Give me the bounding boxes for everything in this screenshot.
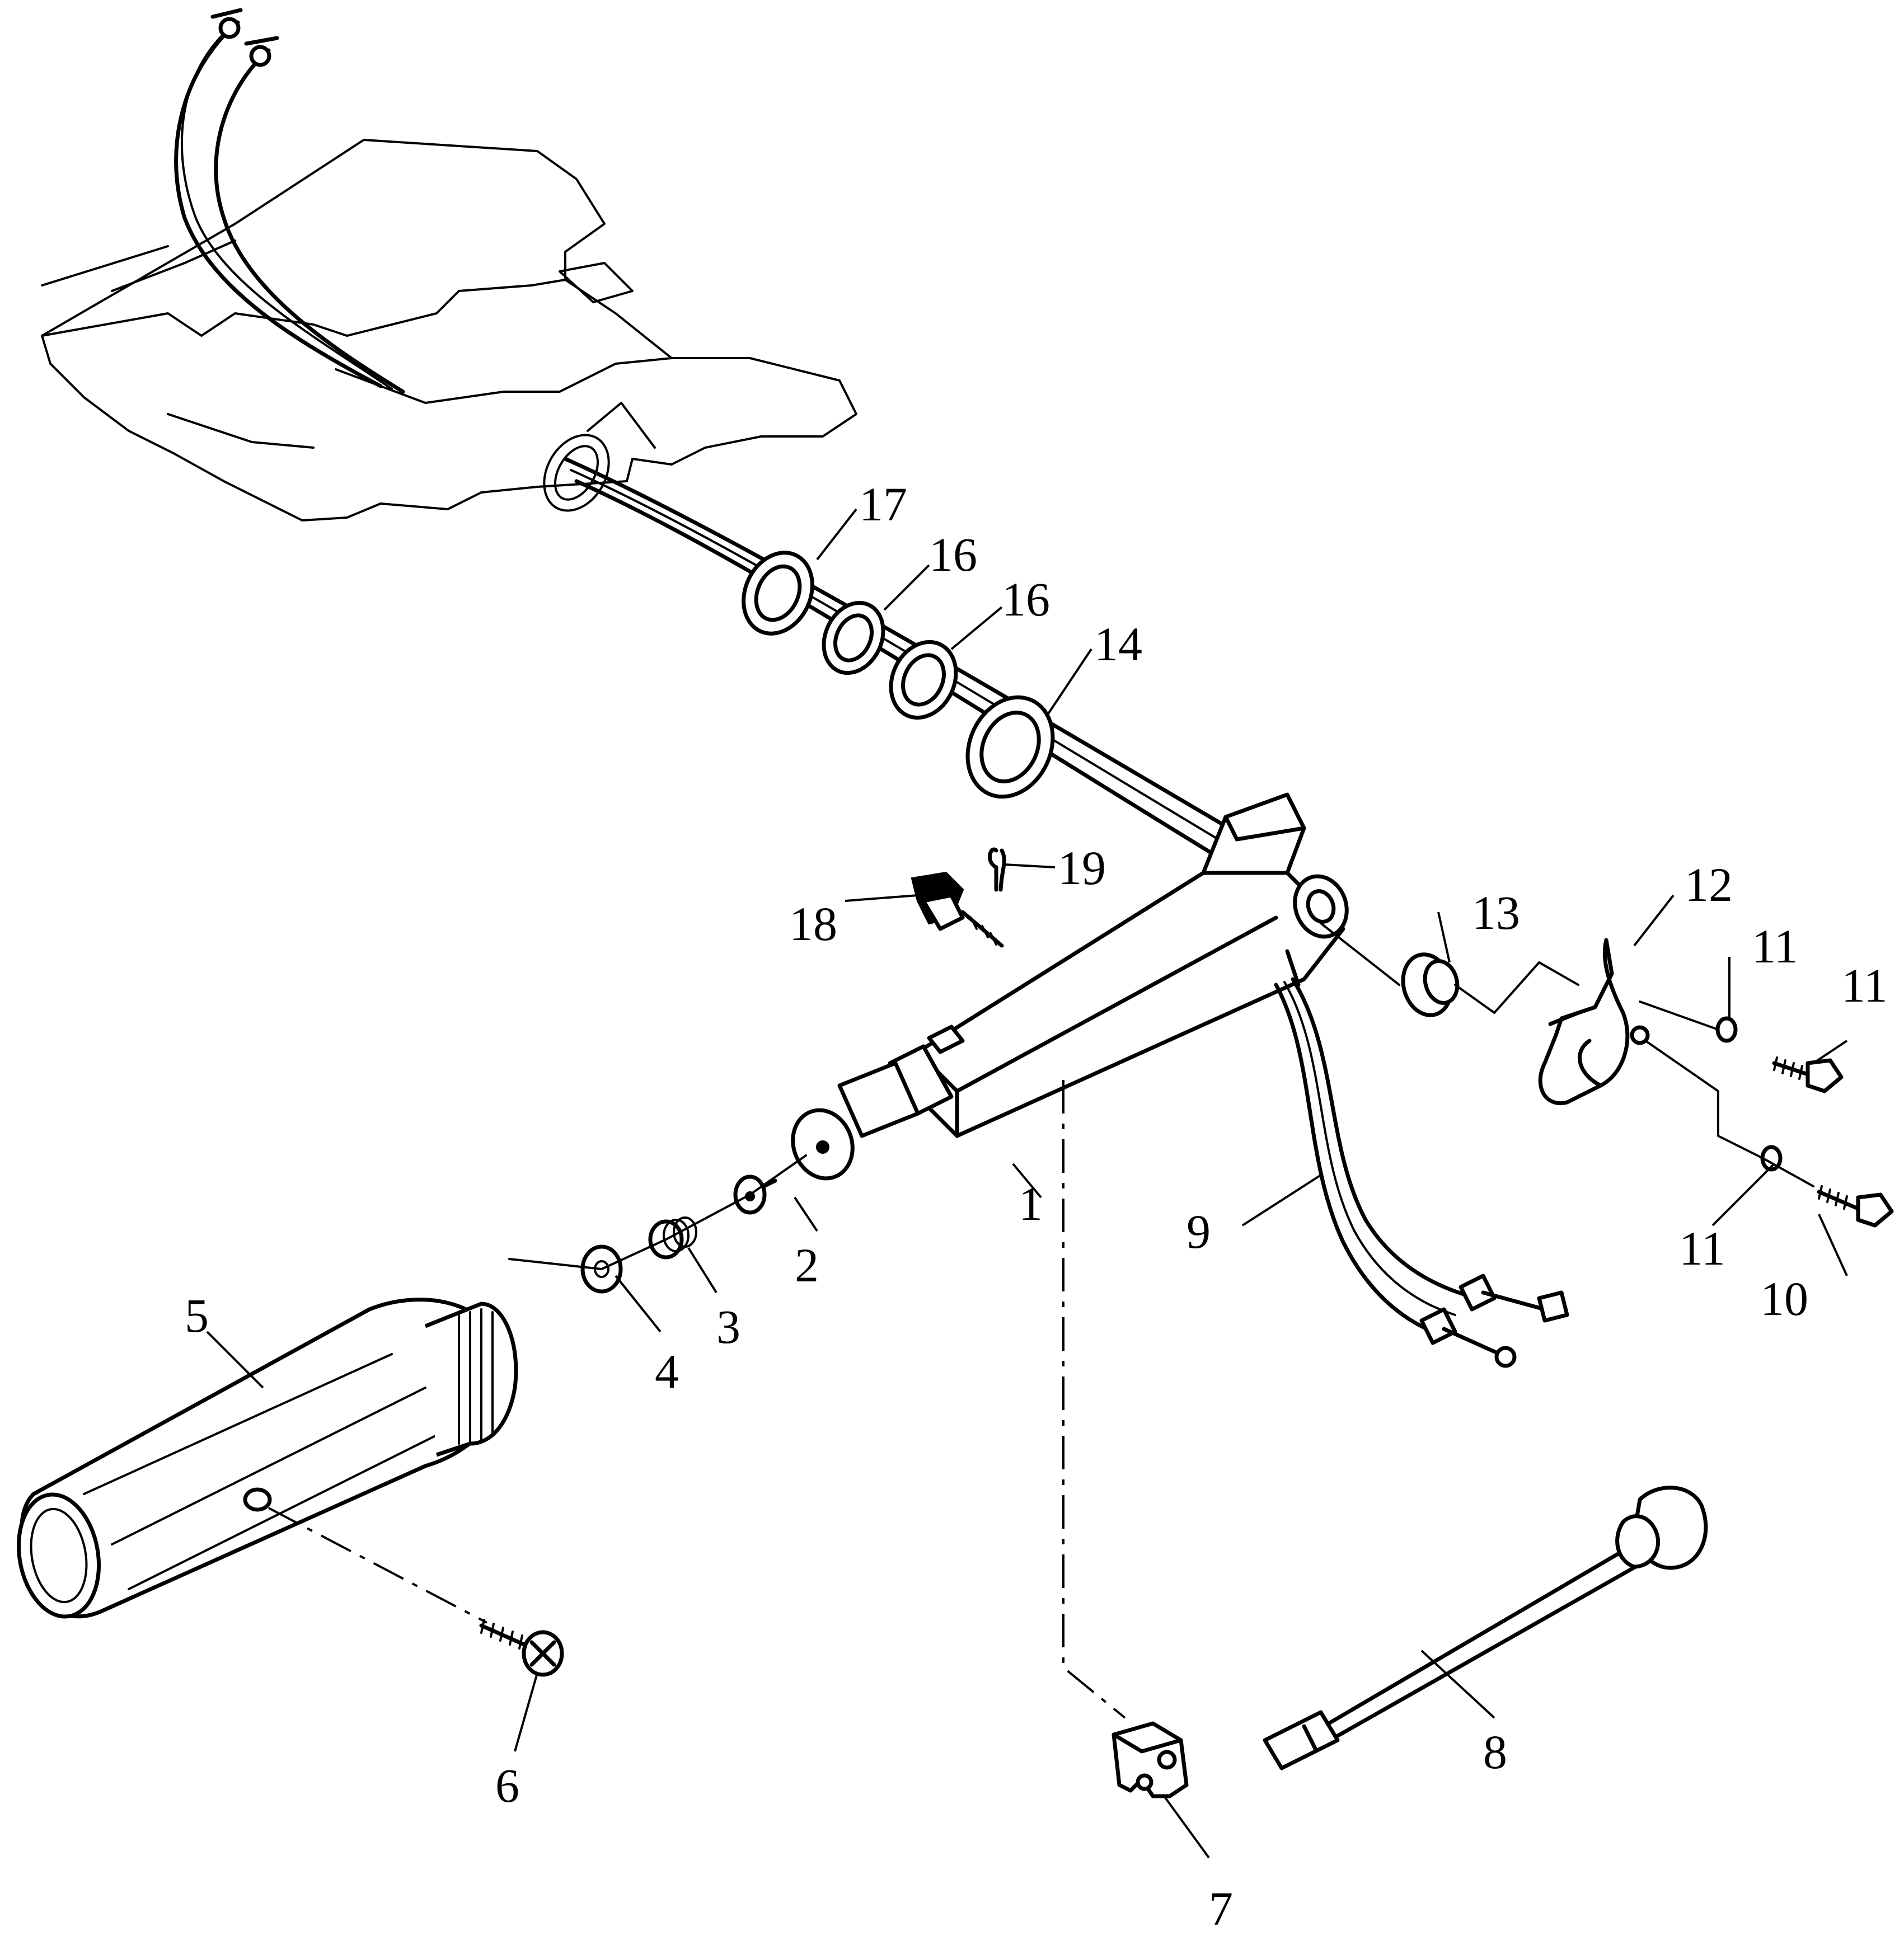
label-16-upper: 17 [859,477,907,531]
assembly-lines [268,922,1814,1719]
label-5: 5 [185,1289,209,1342]
part-5-grip [16,1298,518,1619]
part-8-rod [1263,1486,1708,1770]
part-6-screw [479,1619,564,1677]
part-13-bracket [1538,938,1650,1105]
label-16-lower: 16 [1002,572,1050,626]
label-19: 19 [1058,841,1106,895]
label-1: 1 [1019,1177,1043,1230]
part-14-bushing [1401,952,1460,1017]
part-labels: 17 16 16 14 19 18 13 12 11 11 11 10 1 9 … [185,477,1888,1935]
label-9: 9 [1187,1205,1211,1258]
part-18-knob-screw [911,871,1004,948]
upper-cables [174,8,405,394]
part-15-grommet [965,695,1055,799]
part-16a-grommet [742,551,814,636]
label-3: 3 [716,1300,740,1354]
label-4: 4 [655,1345,679,1398]
part-7-clip [1112,1721,1189,1798]
label-10: 10 [1760,1272,1808,1326]
engine-housing-outline [41,139,857,522]
label-11-lower: 11 [1679,1222,1725,1275]
part-17-seal [822,600,885,675]
label-11-upper: 11 [1752,919,1798,973]
leader-lines [206,508,1848,1859]
label-14: 13 [1472,886,1520,939]
label-7: 7 [1209,1882,1233,1935]
label-18: 18 [789,897,837,951]
part-1-tiller-arm [791,792,1349,1181]
label-6: 6 [495,1759,519,1812]
part-19-cotter-pin [987,847,1006,892]
label-15: 14 [1094,617,1142,671]
label-2: 2 [795,1238,819,1292]
part-9-cables [1274,977,1569,1368]
part-11a-washer [1715,1016,1738,1043]
part-10-bolt [1817,1185,1894,1228]
part-12-bolt [1772,1056,1844,1093]
label-13: 12 [1685,858,1733,912]
label-12: 11 [1841,959,1888,1012]
part-16b-grommet [889,640,958,720]
label-8: 8 [1483,1725,1507,1779]
label-17: 16 [929,528,977,581]
